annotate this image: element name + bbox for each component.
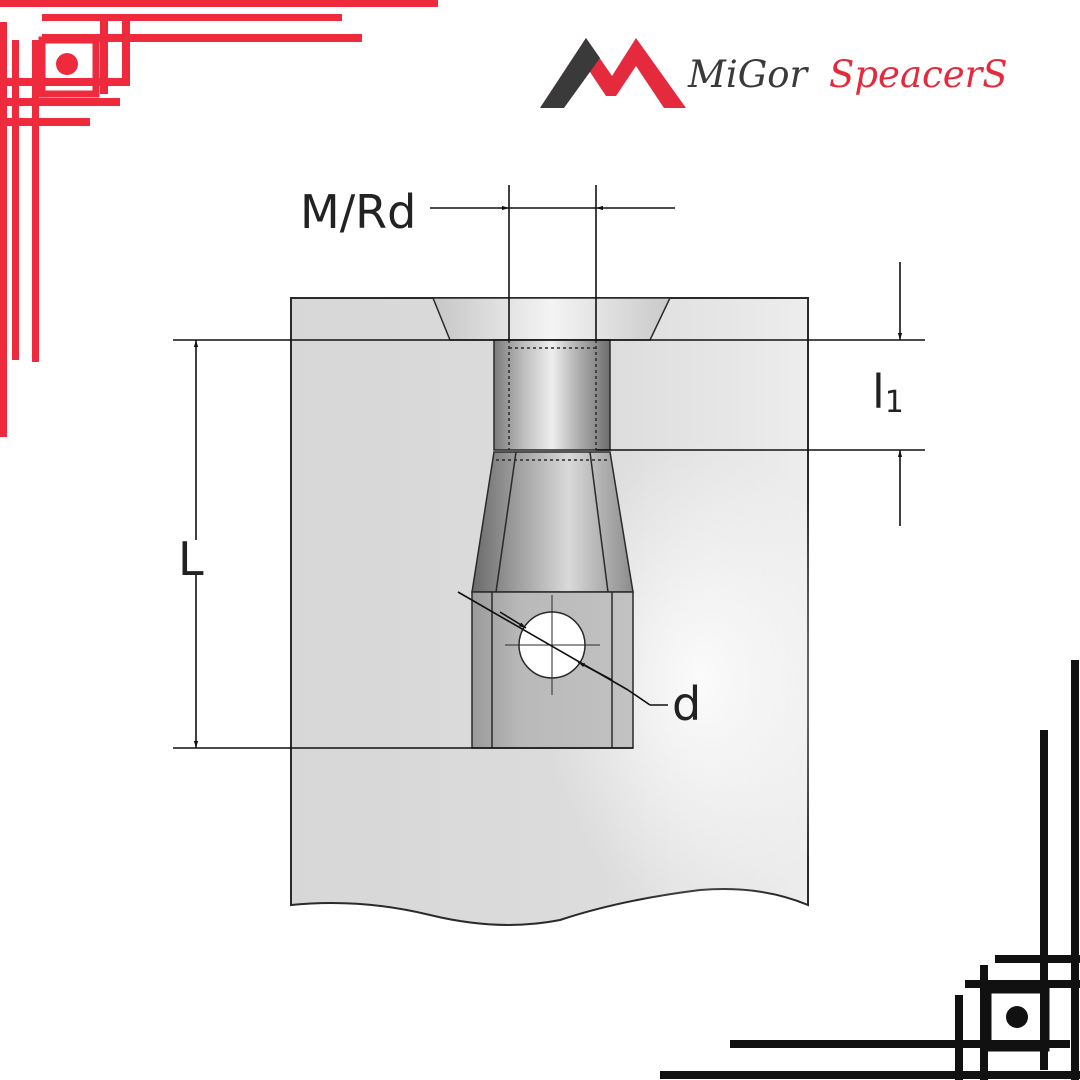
brand-logo: MiGor SpeacerS	[540, 38, 1008, 108]
brand-name: MiGor SpeacerS	[687, 53, 1008, 96]
top-left-dot-icon	[56, 53, 78, 75]
length-label: L	[178, 532, 204, 586]
brand-name-dark: MiGor	[687, 53, 810, 96]
hole-diameter-label: d	[672, 677, 701, 731]
dimension-lines	[173, 185, 925, 749]
tapered-section	[471, 451, 634, 593]
thread-label: M/Rd	[300, 185, 416, 239]
thread-depth-label: l1	[872, 365, 904, 420]
dimension-labels: M/Rd L l1 d	[178, 185, 904, 731]
threaded-bore	[493, 339, 611, 451]
spacer-insert	[431, 297, 672, 749]
thread-depth-label-sub: 1	[885, 385, 904, 420]
thread-depth-label-base: l	[872, 365, 885, 419]
bottom-right-corner-ornament	[660, 660, 1080, 1080]
bottom-right-dot-icon	[1006, 1006, 1028, 1028]
top-left-corner-ornament	[0, 0, 438, 437]
brand-name-red: SpeacerS	[829, 53, 1008, 96]
logo-dark-stroke	[540, 38, 600, 108]
countersink	[431, 297, 672, 341]
